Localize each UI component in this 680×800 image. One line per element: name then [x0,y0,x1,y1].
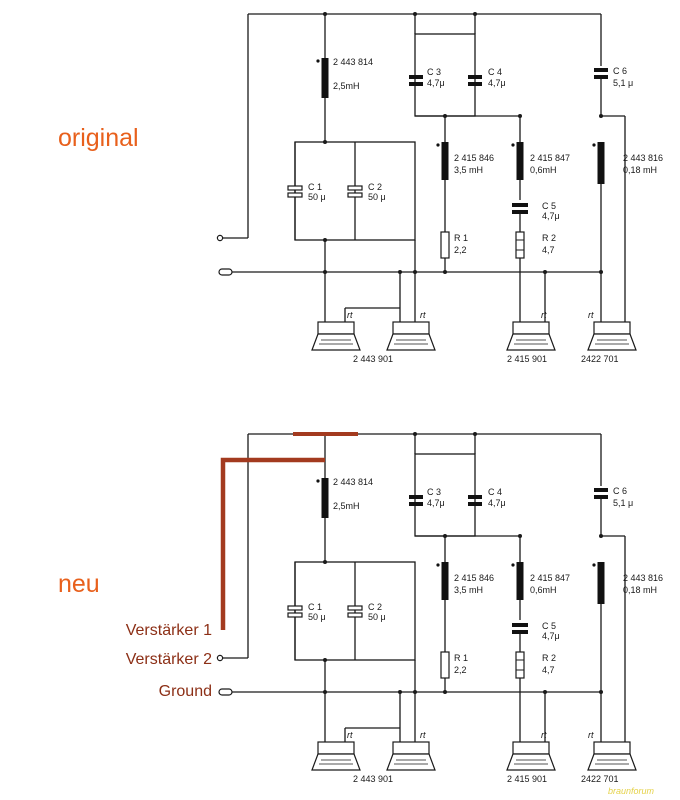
r1-value-label: 2,2 [454,245,467,255]
r1-value-label: 2,2 [454,665,467,675]
input-label-amp2: Verstärker 2 [125,651,212,668]
c1-name-label: C 1 [308,182,322,192]
c1-value-label: 50 μ [308,192,326,202]
l4-value-label: 0,18 mH [623,585,657,595]
speaker-woofer-label: 2 443 901 [353,354,393,364]
l1-value-label: 2,5mH [333,81,360,91]
heading-original: original [58,124,139,152]
l4-part-label: 2 443 816 [623,153,663,163]
c1-name-label: C 1 [308,602,322,612]
input-label-amp1: Verstärker 1 [125,622,212,639]
terminal-rt-label: rt [420,310,426,320]
speaker-tweeter-label: 2422 701 [581,774,619,784]
c3-name-label: C 3 [427,487,441,497]
c6-name-label: C 6 [613,486,627,496]
r1-name-label: R 1 [454,233,468,243]
c5-value-label: 4,7μ [542,631,560,641]
c1-value-label: 50 μ [308,612,326,622]
c2-name-label: C 2 [368,182,382,192]
c6-value-label: 5,1 μ [613,78,633,88]
r1-name-label: R 1 [454,653,468,663]
l2-part-label: 2 415 846 [454,573,494,583]
speaker-mid-label: 2 415 901 [507,354,547,364]
speaker-tweeter-label: 2422 701 [581,354,619,364]
speaker-woofer-label: 2 443 901 [353,774,393,784]
c5-name-label: C 5 [542,621,556,631]
r2-value-label: 4,7 [542,245,555,255]
c5-value-label: 4,7μ [542,211,560,221]
l3-part-label: 2 415 847 [530,573,570,583]
c3-value-label: 4,7μ [427,78,445,88]
l3-part-label: 2 415 847 [530,153,570,163]
l4-part-label: 2 443 816 [623,573,663,583]
heading-new: neu [58,570,100,598]
original-schematic [216,11,637,351]
l3-value-label: 0,6mH [530,165,557,175]
l4-value-label: 0,18 mH [623,165,657,175]
terminal-rt-label: rt [541,310,547,320]
terminal-rt-label: rt [588,310,594,320]
c2-value-label: 50 μ [368,612,386,622]
c4-value-label: 4,7μ [488,498,506,508]
input-label-ground: Ground [158,683,212,700]
c5-name-label: C 5 [542,201,556,211]
c3-name-label: C 3 [427,67,441,77]
l1-part-label: 2 443 814 [333,477,373,487]
c6-name-label: C 6 [613,66,627,76]
l1-value-label: 2,5mH [333,501,360,511]
terminal-rt-label: rt [347,310,353,320]
c4-value-label: 4,7μ [488,78,506,88]
l2-part-label: 2 415 846 [454,153,494,163]
c2-name-label: C 2 [368,602,382,612]
l1-part-label: 2 443 814 [333,57,373,67]
terminal-rt-label: rt [588,730,594,740]
r2-name-label: R 2 [542,233,556,243]
watermark: braunforum [608,786,655,796]
terminal-rt-label: rt [347,730,353,740]
labels-original: 2 443 814 2,5mH C 1 50 μ C 2 50 μ C 3 4,… [308,57,663,364]
c4-name-label: C 4 [488,487,502,497]
speaker-mid-label: 2 415 901 [507,774,547,784]
amp1-rewire-line [220,457,325,630]
terminal-rt-label: rt [541,730,547,740]
l2-value-label: 3,5 mH [454,165,483,175]
new-schematic [216,431,637,771]
c6-value-label: 5,1 μ [613,498,633,508]
c4-name-label: C 4 [488,67,502,77]
c3-value-label: 4,7μ [427,498,445,508]
r2-name-label: R 2 [542,653,556,663]
c2-value-label: 50 μ [368,192,386,202]
r2-value-label: 4,7 [542,665,555,675]
labels-new: 2 443 814 2,5mH C 1 50 μ C 2 50 μ C 3 4,… [308,477,663,784]
l2-value-label: 3,5 mH [454,585,483,595]
terminal-rt-label: rt [420,730,426,740]
l3-value-label: 0,6mH [530,585,557,595]
